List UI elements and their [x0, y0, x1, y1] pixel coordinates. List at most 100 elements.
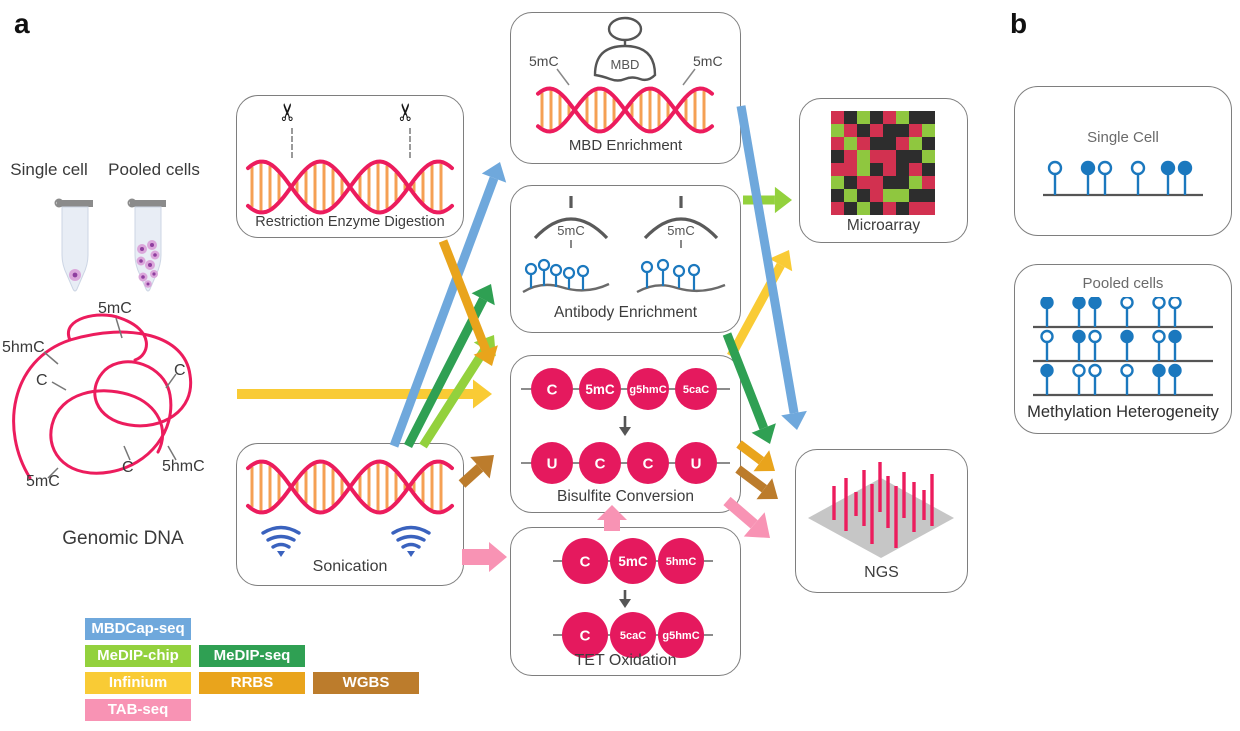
mbd-5mc-mark: 5mC	[529, 53, 559, 69]
dna-mark: 5mC	[26, 473, 60, 490]
legend-rrbs: RRBS	[199, 672, 305, 694]
cut-line	[409, 128, 411, 158]
methylation-heterogeneity-caption: Methylation Heterogeneity	[1027, 403, 1219, 421]
base-circle: 5caC	[620, 630, 646, 642]
microarray-cell	[909, 150, 922, 163]
microarray-cell	[896, 163, 909, 176]
base-circle: 5mC	[585, 382, 615, 397]
genomic-dna-caption: Genomic DNA	[62, 528, 184, 549]
dna-helix-icon	[536, 86, 714, 134]
base-circle: U	[547, 455, 558, 472]
base-circle: 5hmC	[666, 556, 697, 568]
antibody-5mc-mark: 5mC	[557, 223, 584, 238]
scissors-icon: ✂	[393, 101, 421, 123]
microarray-cell	[883, 189, 896, 202]
microarray-cell	[922, 202, 935, 215]
arrow-medip-chip-sonication-to-antibody	[419, 335, 496, 449]
microarray-cell	[870, 189, 883, 202]
microarray-cell	[896, 124, 909, 137]
microarray-cell	[896, 111, 909, 124]
lollipop-open	[1152, 329, 1166, 344]
box-label: TET Oxidation	[574, 652, 677, 669]
mbd-5mc-mark: 5mC	[693, 53, 723, 69]
microarray-cell	[883, 202, 896, 215]
microarray-cell	[831, 163, 844, 176]
arrow-rrbs-bisulfite-to-ngs	[736, 440, 775, 472]
dna-mark: C	[36, 372, 48, 389]
base-circle: C	[643, 455, 654, 472]
dna-mark: 5hmC	[162, 458, 205, 475]
microarray-cell	[883, 124, 896, 137]
ngs-chip-icon	[808, 462, 954, 558]
microarray-cell	[857, 163, 870, 176]
box-antibody-enrichment: 5mC 5mC Antibo	[510, 185, 741, 333]
microarray-cell	[922, 111, 935, 124]
lollipop-filled	[1152, 363, 1166, 378]
panel-a-label: a	[14, 8, 30, 39]
dna-mark: 5hmC	[2, 339, 45, 356]
microarray-cell	[870, 111, 883, 124]
microarray-cell	[831, 137, 844, 150]
microarray-cell	[870, 176, 883, 189]
microarray-cell	[896, 189, 909, 202]
microarray-cell	[909, 176, 922, 189]
lollipop-open	[1097, 160, 1113, 176]
sonication-wave-icon	[261, 525, 301, 557]
dna-mark: C	[174, 362, 186, 379]
box-restriction-enzyme-digestion: ✂ ✂ Restriction Enzyme Digestion	[236, 95, 464, 238]
microarray-cell	[857, 176, 870, 189]
microarray-cell	[870, 124, 883, 137]
microarray-cell	[844, 163, 857, 176]
dna-mark: 5mC	[98, 300, 132, 317]
box-single-cell: Single Cell	[1014, 86, 1232, 236]
lollipop-row	[1043, 160, 1203, 197]
box-ngs: NGS	[795, 449, 968, 593]
box-label: Microarray	[846, 217, 921, 234]
lollipop-open	[1120, 297, 1134, 310]
microarray-cell	[922, 176, 935, 189]
dna-helix-icon	[246, 459, 454, 515]
microarray-cell	[922, 150, 935, 163]
microarray-cell	[857, 124, 870, 137]
box-label: Restriction Enzyme Digestion	[255, 214, 445, 230]
legend-mbdcap: MBDCap-seq	[85, 618, 191, 640]
microarray-grid	[831, 111, 935, 215]
microarray-cell	[831, 111, 844, 124]
microarray-cell	[870, 137, 883, 150]
lollipop-open	[1047, 160, 1063, 176]
antibody-icon: 5mC	[533, 196, 609, 248]
microarray-cell	[883, 163, 896, 176]
arrow-mbdcap-seq-mbd-to-ngs	[736, 105, 807, 430]
lollipop-open	[1088, 363, 1102, 378]
microarray-cell	[844, 176, 857, 189]
dna-mark: C	[122, 459, 134, 476]
legend-wgbs: WGBS	[313, 672, 419, 694]
microarray-cell	[922, 124, 935, 137]
microarray-cell	[883, 150, 896, 163]
box-label: Antibody Enrichment	[553, 304, 698, 321]
base-circle: 5caC	[683, 384, 709, 396]
lollipop-open	[1168, 297, 1182, 310]
lollipop-rows	[1033, 297, 1213, 397]
box-sonication: Sonication	[236, 443, 464, 586]
arrow-medip-chip-antibody-to-microarray	[743, 186, 792, 214]
arrow-infinium-genomic-dna-to-bisulfite	[237, 379, 492, 409]
cut-line	[291, 128, 293, 158]
microarray-cell	[909, 124, 922, 137]
pooled-cells-label: Pooled cells	[108, 160, 200, 179]
microarray-cell	[844, 137, 857, 150]
single-cell-title: Single Cell	[1087, 129, 1159, 146]
lollipop-strand-icon	[522, 258, 726, 294]
microarray-cell	[870, 202, 883, 215]
scissors-icon: ✂	[275, 101, 303, 123]
box-label: Sonication	[312, 558, 388, 575]
box-pooled-cells: Pooled cells Methylation Heterogeneity	[1014, 264, 1232, 434]
box-microarray: Microarray	[799, 98, 968, 243]
microarray-cell	[831, 189, 844, 202]
microarray-cell	[844, 111, 857, 124]
legend-infinium: Infinium	[85, 672, 191, 694]
